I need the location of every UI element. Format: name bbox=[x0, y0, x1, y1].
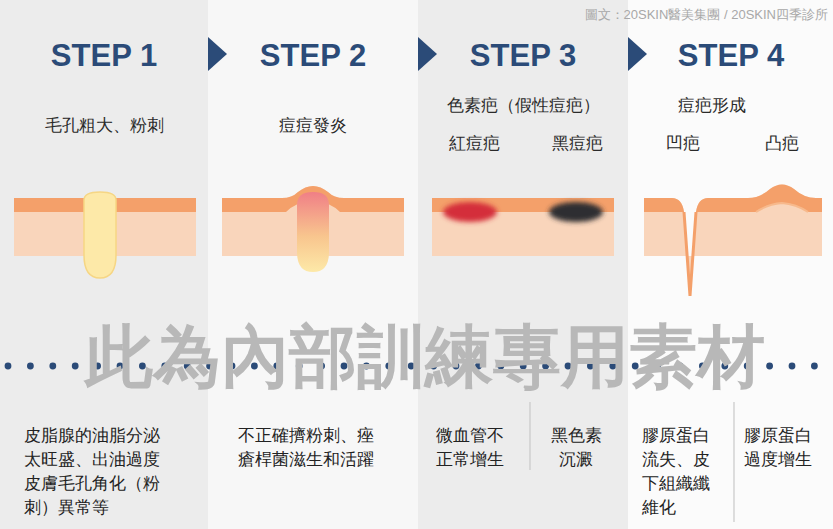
step-description: 膠原蛋白過度增生 bbox=[744, 424, 820, 472]
step-description: 微血管不正常增生 bbox=[436, 424, 512, 472]
step-description: 不正確擠粉刺、痤瘡桿菌滋生和活躍 bbox=[238, 424, 390, 472]
dark-mark bbox=[549, 202, 603, 222]
raised-scar bbox=[756, 203, 808, 212]
step-arrow bbox=[418, 37, 437, 71]
step-heading: STEP 2 bbox=[213, 34, 413, 77]
step-heading: STEP 4 bbox=[631, 34, 831, 77]
step-column: STEP 4 痘疤形成凹疤凸疤膠原蛋白流失、皮下組織纖維化膠原蛋白過度增生 bbox=[628, 0, 833, 529]
step-arrow bbox=[628, 37, 647, 71]
skin-layer bbox=[644, 185, 822, 297]
step-description: 膠原蛋白流失、皮下組織纖維化 bbox=[642, 424, 718, 520]
step-subtitle: 痘痘發炎 bbox=[218, 114, 408, 138]
step-heading: STEP 3 bbox=[423, 34, 623, 77]
step-arrow bbox=[208, 37, 227, 71]
step-subtitle: 痘疤形成 bbox=[652, 94, 772, 118]
step-description: 皮脂腺的油脂分泌太旺盛、出油過度皮膚毛孔角化（粉刺）異常等 bbox=[24, 424, 170, 520]
separator bbox=[529, 402, 530, 470]
step-subtitle: 色素疤（假性痘疤） bbox=[423, 94, 623, 118]
step-heading: STEP 1 bbox=[4, 34, 204, 77]
step-subtitle: 毛孔粗大、粉刺 bbox=[9, 114, 199, 138]
watermark: 此為內部訓練專用素材 bbox=[85, 312, 765, 403]
separator bbox=[733, 402, 734, 522]
clogged-pore bbox=[84, 192, 116, 278]
epidermis bbox=[644, 185, 822, 213]
red-mark bbox=[443, 202, 497, 222]
step-subtitle: 凹疤 bbox=[643, 132, 723, 156]
step-subtitle: 凸疤 bbox=[742, 132, 822, 156]
step-description: 黑色素沉澱 bbox=[546, 424, 606, 472]
step-subtitle: 紅痘疤 bbox=[429, 132, 519, 156]
inflamed-pore bbox=[297, 192, 329, 272]
source-credit: 圖文：20SKIN醫美集團 / 20SKIN四季診所 bbox=[585, 6, 828, 24]
depressed-scar bbox=[684, 212, 696, 296]
step-subtitle: 黑痘疤 bbox=[532, 132, 622, 156]
step-column: STEP 3 色素疤（假性痘疤） 紅痘疤黑痘疤微血管不正常增生黑色素沉澱 bbox=[418, 0, 628, 529]
skin-layer bbox=[432, 198, 614, 256]
